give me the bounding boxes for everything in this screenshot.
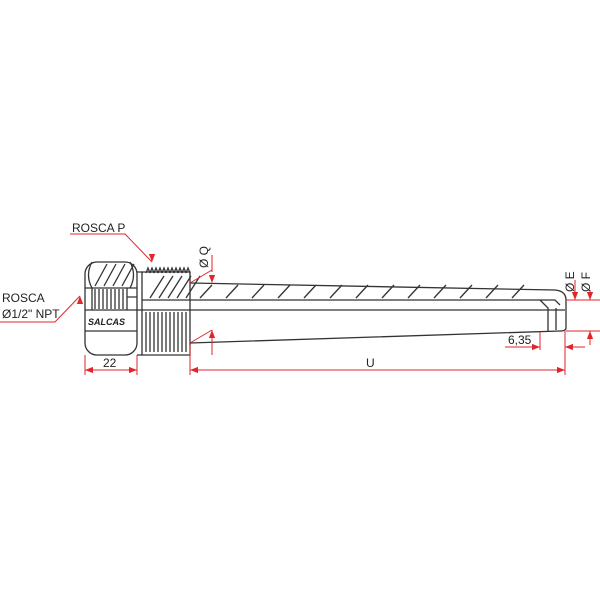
hatch-line bbox=[303, 284, 317, 299]
dim-u-label: U bbox=[366, 356, 375, 370]
thread-line bbox=[149, 266, 155, 352]
brand-logo: SALCAS bbox=[88, 317, 125, 327]
thermowell-outline bbox=[84, 261, 567, 356]
rosca-p-label: ROSCA P bbox=[72, 221, 125, 235]
arrowhead bbox=[148, 254, 156, 262]
rosca-npt-label-2: Ø1/2" NPT bbox=[2, 307, 60, 321]
thread-line bbox=[161, 266, 167, 352]
arrowhead bbox=[565, 343, 573, 351]
dim-635-label: 6,35 bbox=[508, 333, 532, 347]
arrowhead bbox=[208, 275, 216, 283]
arrowhead bbox=[76, 296, 84, 304]
arrowhead bbox=[586, 331, 594, 339]
dia-f-label: Ø F bbox=[579, 272, 593, 292]
hatch-line bbox=[112, 263, 126, 287]
thread-line bbox=[181, 266, 187, 352]
hatch-line bbox=[149, 275, 165, 299]
arrowhead bbox=[557, 366, 565, 374]
dia-e-label: Ø E bbox=[563, 271, 577, 292]
thread-line bbox=[157, 266, 163, 352]
hatch-line bbox=[329, 284, 343, 299]
arrowhead bbox=[208, 330, 216, 338]
arrowhead bbox=[571, 292, 579, 300]
hatch-line bbox=[199, 284, 213, 299]
hatch-line bbox=[176, 275, 192, 299]
arrowhead bbox=[190, 366, 198, 374]
hatch-line bbox=[407, 284, 421, 299]
hatch-line bbox=[511, 284, 525, 299]
hatch-line bbox=[459, 284, 473, 299]
thread-line bbox=[177, 266, 183, 352]
thread-line bbox=[153, 266, 159, 352]
hatch-line bbox=[103, 263, 117, 287]
hatch-line bbox=[485, 284, 499, 299]
hatch-line bbox=[433, 284, 447, 299]
hatch-line bbox=[121, 263, 135, 287]
thread-line bbox=[173, 266, 179, 352]
hatch-line bbox=[225, 284, 239, 299]
thread-line bbox=[165, 266, 171, 352]
hatch-line bbox=[277, 284, 291, 299]
hatch-line bbox=[94, 263, 108, 287]
dimensions bbox=[0, 233, 600, 375]
arrowhead bbox=[532, 343, 540, 351]
thread-line bbox=[169, 266, 175, 352]
arrowhead bbox=[129, 366, 137, 374]
thread-line bbox=[145, 266, 151, 352]
hatch-line bbox=[185, 275, 201, 299]
hatch-line bbox=[167, 275, 183, 299]
hatch-line bbox=[251, 284, 265, 299]
arrowhead bbox=[586, 292, 594, 300]
arrowhead bbox=[85, 366, 93, 374]
dim-22-label: 22 bbox=[103, 356, 117, 370]
hatch-line bbox=[381, 284, 395, 299]
hatch-line bbox=[355, 284, 369, 299]
rosca-npt-label-1: ROSCA bbox=[2, 291, 45, 305]
hatch-line bbox=[158, 275, 174, 299]
thread-line bbox=[185, 266, 191, 352]
dia-q-label: Ø Q bbox=[197, 246, 211, 268]
